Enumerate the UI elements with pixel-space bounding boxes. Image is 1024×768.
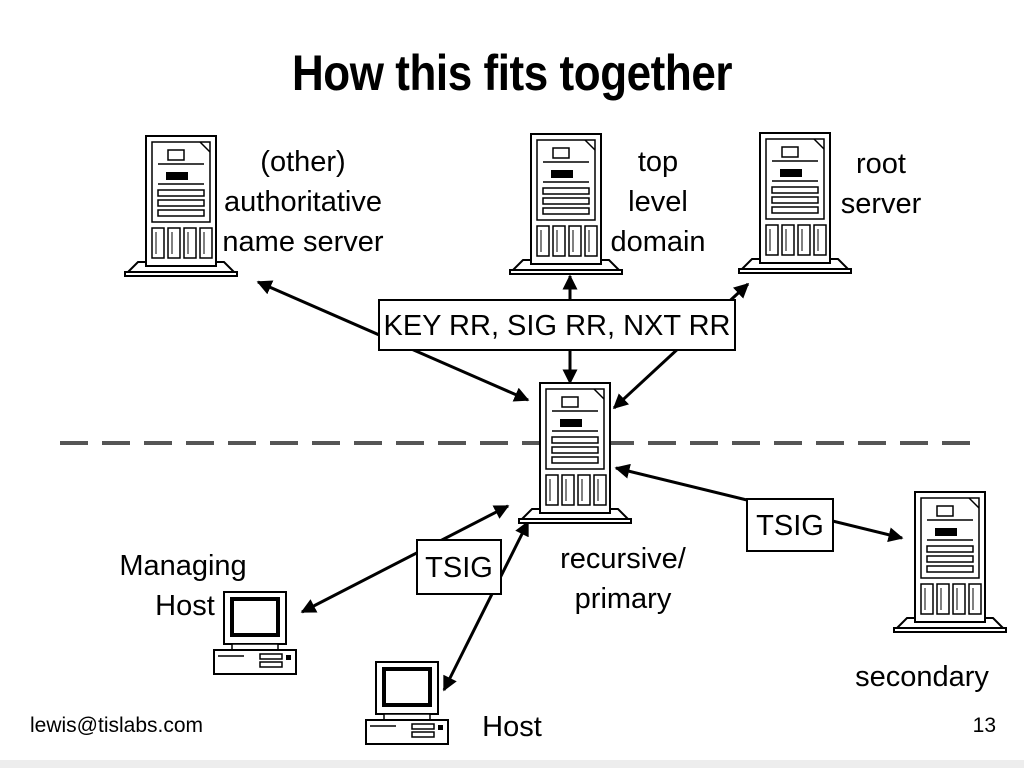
authoritative-label-line-2: authoritative [224, 186, 382, 218]
tld-label-line-3: domain [610, 226, 706, 258]
secondary-label: secondary [852, 657, 992, 697]
tld-label-line-2: level [628, 186, 688, 218]
authoritative-label-line-1: (other) [260, 146, 346, 178]
footer-email: lewis@tislabs.com [30, 714, 204, 737]
host-computer-icon [364, 660, 450, 746]
root-label: root server [836, 144, 926, 224]
secondary-server-icon [893, 491, 1007, 633]
recursive-label: recursive/ primary [556, 539, 690, 619]
root-server-icon [738, 132, 852, 274]
tsig-box-left: TSIG [416, 539, 502, 595]
bottom-band [0, 760, 1024, 768]
tsig-box-right: TSIG [746, 498, 834, 552]
recursive-label-line-2: primary [574, 583, 672, 615]
managing-host-label-line-1: Managing [119, 550, 247, 582]
authoritative-label-line-3: name server [222, 226, 384, 258]
arrow-recursive-host [442, 520, 530, 692]
secondary-label-line-1: secondary [855, 661, 989, 693]
tld-label: top level domain [606, 142, 710, 262]
root-label-line-2: server [840, 188, 922, 220]
host-label-line-1: Host [482, 711, 542, 743]
tld-label-line-1: top [637, 146, 679, 178]
host-label: Host [476, 707, 548, 747]
page-number: 13 [972, 714, 996, 737]
slide-title: How this fits together [291, 45, 733, 101]
records-box: KEY RR, SIG RR, NXT RR [378, 299, 736, 351]
recursive-label-line-1: recursive/ [560, 543, 686, 575]
root-label-line-1: root [856, 148, 906, 180]
authoritative-label: (other) authoritative name server [222, 142, 384, 262]
managing-host-label: Managing Host [118, 546, 248, 626]
recursive-server-icon [518, 382, 632, 524]
authoritative-server-icon [124, 135, 238, 277]
managing-host-label-line-2: Host [155, 590, 215, 622]
